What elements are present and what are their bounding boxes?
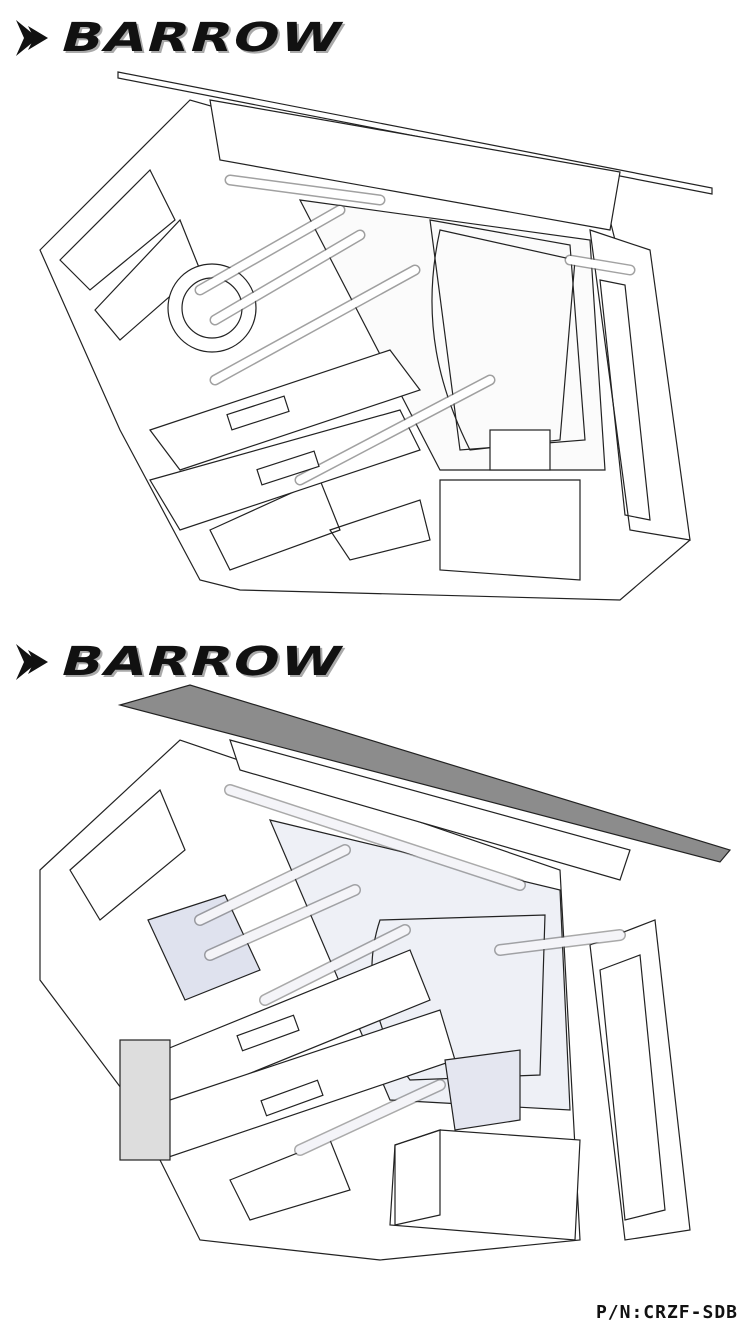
brand-wordmark: BARROW — [55, 639, 349, 685]
brand-logo-top: BARROW — [14, 15, 348, 61]
logo-chevron-icon — [16, 20, 48, 56]
part-number: P/N:CRZF-SDB — [595, 1302, 738, 1323]
logo-chevron-icon — [16, 644, 48, 680]
brand-logo-bottom: BARROW — [14, 639, 348, 685]
top-line-drawing — [39, 71, 713, 601]
brand-wordmark: BARROW — [55, 15, 349, 61]
bottom-line-drawing — [39, 684, 732, 1261]
